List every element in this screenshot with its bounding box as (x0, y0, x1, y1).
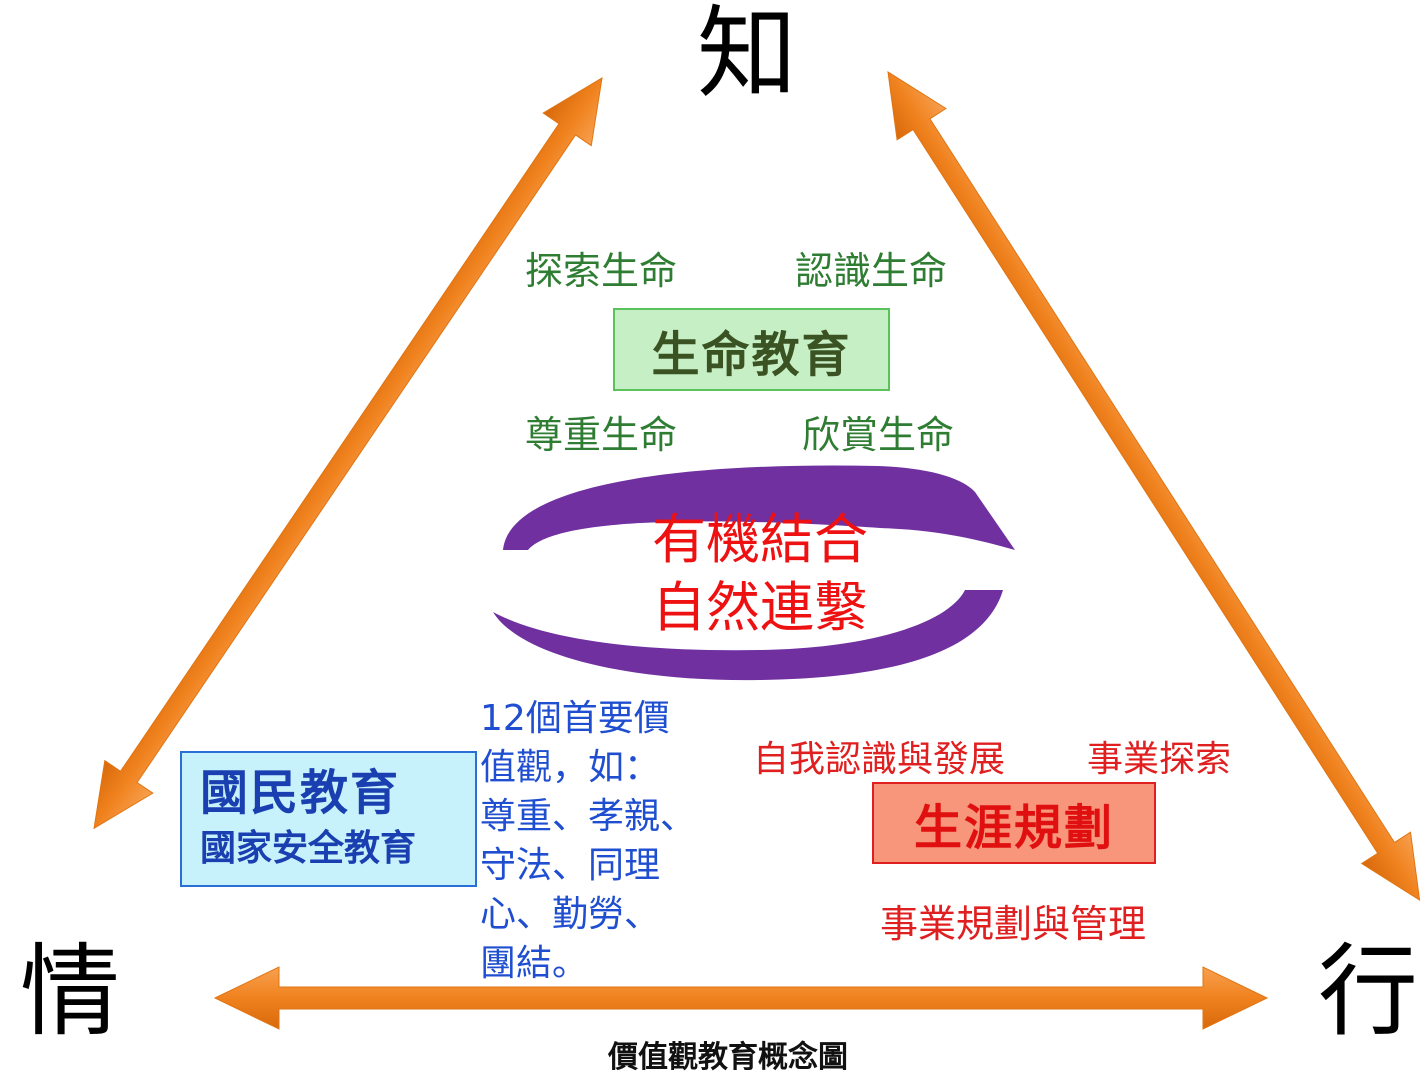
core-values-list: 12個首要價 值觀，如： 尊重、孝親、 守法、同理 心、勤勞、 團結。 (480, 694, 720, 988)
know-life-label: 認識生命 (795, 249, 948, 293)
values-line: 團結。 (480, 943, 589, 984)
life-education-title: 生命教育 (651, 326, 852, 383)
circular-arrow-ring (503, 465, 1015, 550)
values-line: 守法、同理 (480, 845, 661, 886)
career-planning-title: 生涯規劃 (913, 800, 1114, 856)
circular-arrow-ring-lower (493, 590, 1003, 681)
national-education-title: 國民教育 (200, 765, 401, 821)
center-text: 有機結合 自然連繫 (620, 506, 900, 642)
appreciate-life-label: 欣賞生命 (802, 413, 955, 457)
arrow-know-feel (93, 77, 603, 830)
values-line: 尊重、孝親、 (480, 796, 697, 837)
self-awareness-label: 自我認識與發展 (753, 739, 1006, 780)
career-planning-box: 生涯規劃 (872, 782, 1156, 864)
respect-life-label: 尊重生命 (525, 413, 678, 457)
career-exploration-label: 事業探索 (1087, 739, 1232, 780)
corner-act: 行 (1318, 933, 1418, 1050)
diagram-caption: 價值觀教育概念圖 (608, 1040, 848, 1075)
arrow-know-act (887, 71, 1421, 902)
values-line: 12個首要價 (480, 698, 670, 739)
center-line-2: 自然連繫 (652, 576, 868, 639)
values-line: 心、勤勞、 (480, 894, 661, 935)
corner-know: 知 (697, 0, 797, 112)
life-education-box: 生命教育 (613, 308, 890, 391)
corner-feel: 情 (20, 933, 120, 1050)
center-line-1: 有機結合 (652, 508, 868, 571)
national-security-education-label: 國家安全教育 (200, 828, 417, 869)
explore-life-label: 探索生命 (525, 249, 678, 293)
arrow-feel-act (213, 966, 1269, 1030)
career-management-label: 事業規劃與管理 (880, 902, 1147, 946)
values-line: 值觀，如： (480, 747, 661, 788)
national-education-box: 國民教育 國家安全教育 (180, 751, 477, 887)
